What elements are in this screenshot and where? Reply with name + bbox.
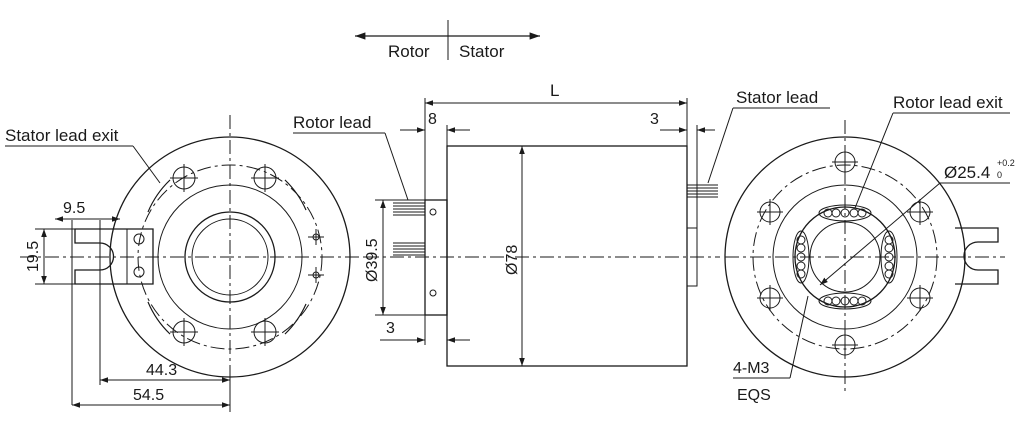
stator-lead-label: Stator lead	[736, 88, 818, 107]
bore-tolerance-lower: 0	[997, 170, 1002, 180]
dim-8: 8	[428, 111, 437, 128]
screw-spacing: EQS	[737, 387, 771, 404]
stator-leads	[687, 184, 718, 198]
dim-length-L: L	[550, 81, 559, 100]
stator-fork	[74, 228, 154, 285]
stator-direction-label: Stator	[459, 42, 505, 61]
dim-dia-78: Ø78	[504, 245, 521, 275]
rotor-lead-exit-label: Rotor lead exit	[893, 93, 1003, 112]
side-view: L 8 3 3 Ø39.5 Ø78 Rotor lead Stator lead	[293, 81, 830, 367]
bore-tolerance-upper: +0.2	[997, 158, 1015, 168]
rotor-stator-direction: Rotor Stator	[355, 20, 540, 61]
right-fork	[955, 227, 999, 285]
rotor-flange	[424, 199, 448, 316]
small-screws	[308, 229, 324, 283]
rotor-wire-bundles	[792, 204, 898, 310]
dim-44-3: 44.3	[146, 362, 177, 379]
dim-width-9-5: 9.5	[63, 200, 85, 217]
dim-height-19-5: 19.5	[25, 241, 42, 272]
rotor-lead-label: Rotor lead	[293, 113, 371, 132]
left-dimensions: 9.5 19.5 44.3 54.5	[25, 200, 231, 412]
screw-spec: 4-M3	[733, 360, 770, 377]
outer-flange-right	[724, 136, 966, 378]
dim-dia-39-5: Ø39.5	[364, 238, 381, 282]
dim-54-5: 54.5	[133, 387, 164, 404]
left-end-view: 9.5 19.5 44.3 54.5 Stator lead exit	[5, 115, 365, 412]
body-housing	[446, 145, 688, 367]
stator-lead-exit-label: Stator lead exit	[5, 126, 119, 145]
mounting-holes	[170, 164, 279, 346]
bore-diameter: Ø25.4	[944, 163, 990, 182]
right-mounting-holes	[757, 149, 933, 358]
dim-3-top: 3	[650, 111, 659, 128]
rotor-leads	[393, 202, 425, 256]
dim-3-bottom: 3	[386, 320, 395, 337]
right-end-view: Ø25.4 +0.2 0 Rotor lead exit 4-M3 EQS	[724, 93, 1015, 404]
rotor-direction-label: Rotor	[388, 42, 430, 61]
wire-slots	[147, 179, 307, 335]
